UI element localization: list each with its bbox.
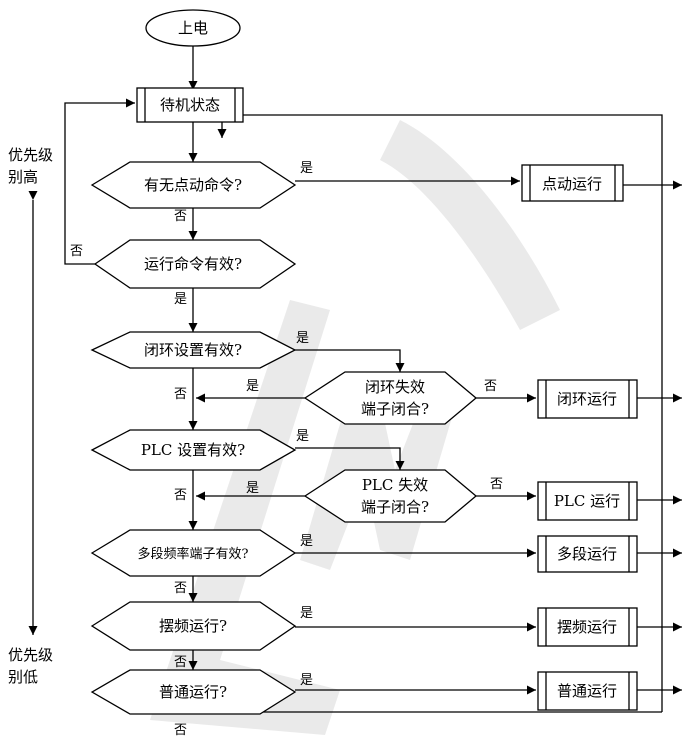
priority-low-line1: 优先级 bbox=[8, 646, 53, 664]
closed-loop-run-label: 闭环运行 bbox=[557, 390, 617, 408]
plc-run-label: PLC 运行 bbox=[554, 492, 620, 510]
wobble-run-node: 摆频运行 bbox=[537, 607, 638, 647]
priority-low-line2: 别低 bbox=[8, 668, 38, 686]
wobble-no-label: 否 bbox=[174, 655, 187, 670]
multi-run-node: 多段运行 bbox=[537, 535, 638, 573]
run-valid-decision: 运行命令有效? bbox=[93, 239, 297, 289]
multi-run-label: 多段运行 bbox=[557, 545, 617, 563]
closed-loop-label: 闭环设置有效? bbox=[144, 341, 242, 359]
plc-yes-label: 是 bbox=[296, 429, 309, 444]
closed-loop-no-label: 否 bbox=[174, 387, 187, 402]
closed-loop-fail-line2: 端子闭合? bbox=[361, 400, 429, 418]
standby-label: 待机状态 bbox=[160, 96, 220, 114]
priority-high-line2: 别高 bbox=[8, 168, 38, 186]
run-valid-no-label: 否 bbox=[70, 244, 83, 259]
normal-run-node: 普通运行 bbox=[537, 671, 638, 711]
jog-command-label: 有无点动命令? bbox=[144, 176, 242, 194]
plc-fail-decision: PLC 失效 端子闭合? bbox=[303, 469, 478, 523]
power-on-label: 上电 bbox=[178, 19, 208, 37]
wobble-decision: 摆频运行? bbox=[90, 601, 297, 651]
normal-label: 普通运行? bbox=[159, 683, 227, 701]
closed-loop-decision: 闭环设置有效? bbox=[90, 331, 297, 369]
normal-decision: 普通运行? bbox=[90, 669, 297, 715]
jog-no-label: 否 bbox=[174, 209, 187, 224]
jog-run-node: 点动运行 bbox=[521, 164, 624, 202]
multi-step-decision: 多段频率端子有效? bbox=[90, 529, 297, 577]
closed-loop-fail-line1: 闭环失效 bbox=[365, 378, 425, 396]
priority-high-line1: 优先级 bbox=[8, 146, 53, 164]
plc-decision: PLC 设置有效? bbox=[90, 429, 297, 471]
run-valid-label: 运行命令有效? bbox=[144, 255, 242, 273]
jog-yes-label: 是 bbox=[300, 161, 313, 176]
plc-run-node: PLC 运行 bbox=[537, 481, 638, 521]
plc-fail-yes-label: 是 bbox=[246, 481, 259, 496]
wobble-run-label: 摆频运行 bbox=[557, 618, 617, 636]
multi-no-label: 否 bbox=[174, 581, 187, 596]
run-valid-yes-label: 是 bbox=[174, 292, 187, 307]
closed-loop-run-node: 闭环运行 bbox=[537, 379, 638, 419]
multi-yes-label: 是 bbox=[300, 534, 313, 549]
wobble-yes-label: 是 bbox=[300, 606, 313, 621]
jog-command-decision: 有无点动命令? bbox=[90, 161, 297, 209]
closed-loop-fail-no-label: 否 bbox=[484, 379, 497, 394]
plc-label: PLC 设置有效? bbox=[141, 441, 245, 459]
plc-fail-line1: PLC 失效 bbox=[362, 476, 428, 494]
plc-no-label: 否 bbox=[174, 488, 187, 503]
closed-loop-fail-decision: 闭环失效 端子闭合? bbox=[303, 371, 478, 425]
standby-node: 待机状态 bbox=[136, 87, 244, 123]
plc-fail-line2: 端子闭合? bbox=[361, 498, 429, 516]
normal-no-label: 否 bbox=[174, 723, 187, 738]
multi-step-label: 多段频率端子有效? bbox=[138, 546, 249, 562]
normal-yes-label: 是 bbox=[300, 673, 313, 688]
normal-run-label: 普通运行 bbox=[557, 682, 617, 700]
closed-loop-yes-label: 是 bbox=[296, 331, 309, 346]
wobble-label: 摆频运行? bbox=[159, 617, 227, 635]
closed-loop-fail-yes-label: 是 bbox=[246, 379, 259, 394]
jog-run-label: 点动运行 bbox=[542, 175, 602, 193]
power-on-node: 上电 bbox=[145, 9, 241, 47]
plc-fail-no-label: 否 bbox=[490, 477, 503, 492]
